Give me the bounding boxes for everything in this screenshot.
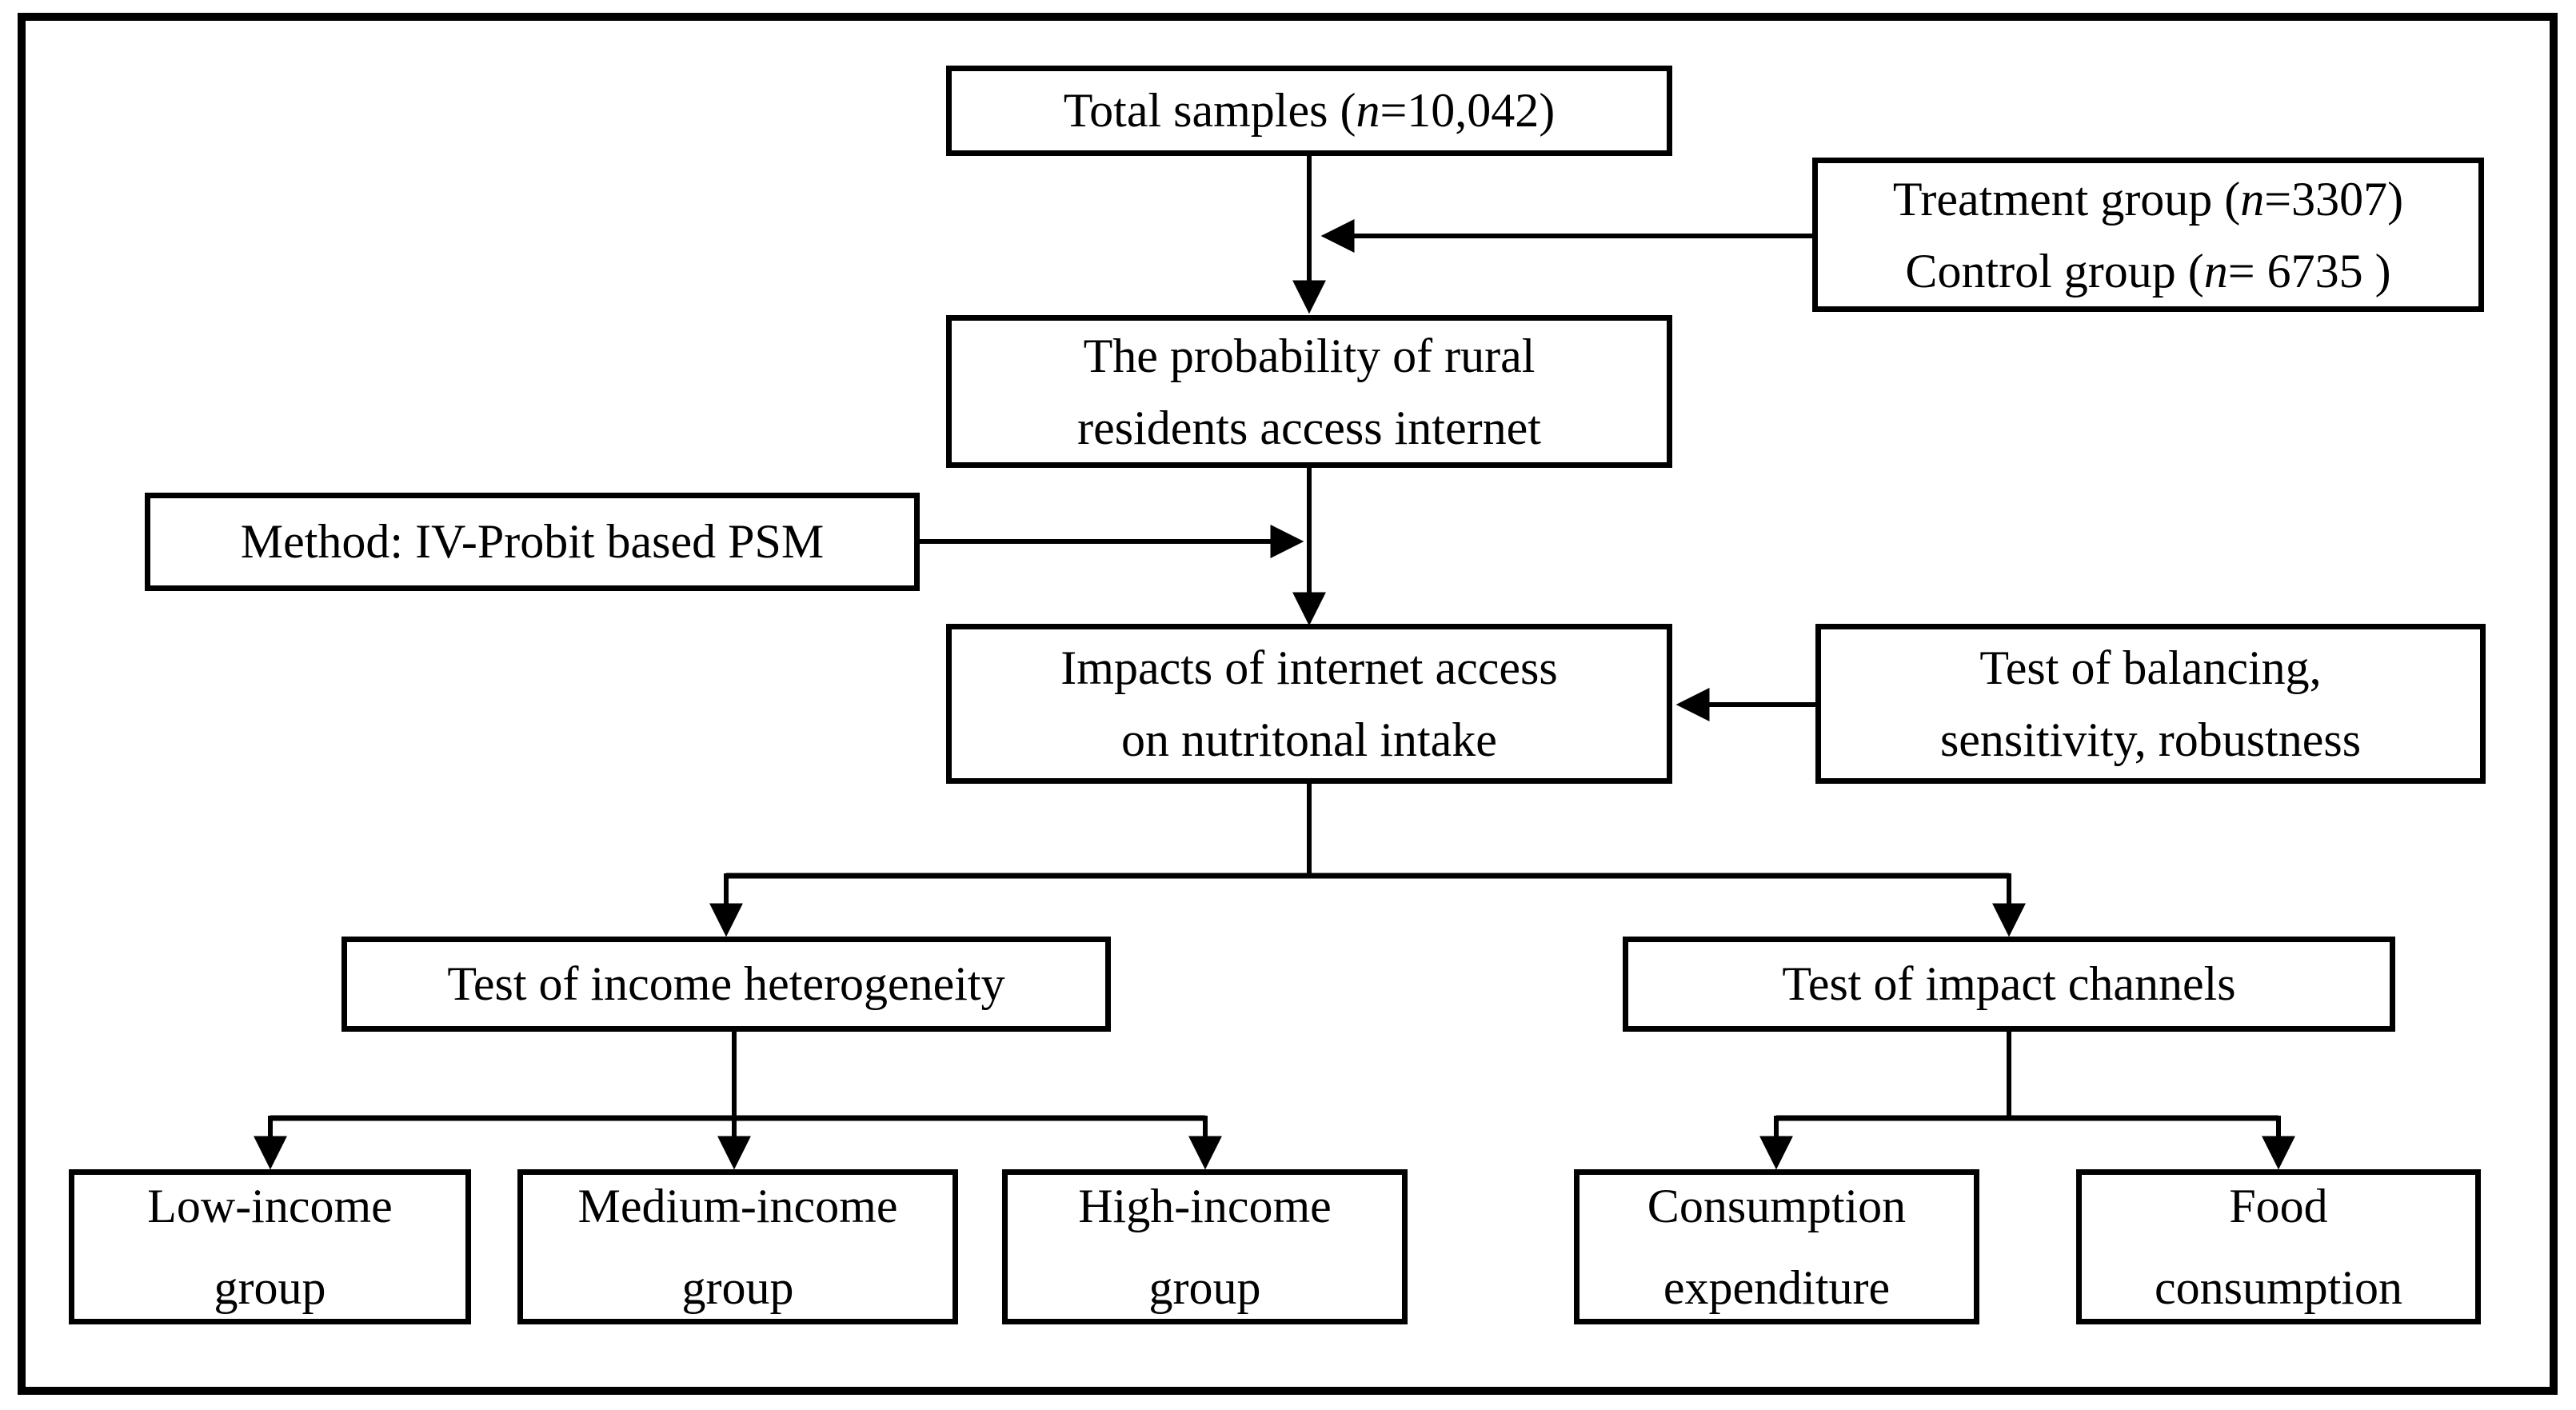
node-text-line: consumption bbox=[2155, 1261, 2402, 1314]
node-text-line: sensitivity, robustness bbox=[1939, 713, 2362, 766]
node-text-line: residents access internet bbox=[1077, 401, 1541, 454]
node-text-line: Medium-income bbox=[577, 1180, 898, 1232]
node-text-line: Consumption bbox=[1647, 1180, 1907, 1232]
node-text-line: Total samples (n=10,042) bbox=[1063, 84, 1556, 137]
node-text-line: Test of income heterogeneity bbox=[447, 957, 1005, 1010]
node-treatment-control-group: Treatment group (n=3307) Control group (… bbox=[1812, 158, 2484, 312]
node-text-line: group bbox=[681, 1261, 794, 1314]
node-text-line: Treatment group (n=3307) bbox=[1892, 172, 2404, 226]
node-low-income-group: Low-income group bbox=[69, 1169, 471, 1324]
node-text-line: Test of balancing, bbox=[1979, 641, 2322, 694]
node-text-line: group bbox=[1148, 1261, 1261, 1314]
node-high-income-group: High-income group bbox=[1002, 1169, 1408, 1324]
node-probability-internet-access: The probability of rural residents acces… bbox=[946, 315, 1672, 468]
node-text-line: expenditure bbox=[1663, 1261, 1891, 1314]
node-medium-income-group: Medium-income group bbox=[517, 1169, 958, 1324]
node-text-line: Low-income bbox=[147, 1180, 393, 1232]
node-text-line: High-income bbox=[1078, 1180, 1332, 1232]
node-food-consumption: Food consumption bbox=[2076, 1169, 2481, 1324]
node-text-line: Food bbox=[2229, 1180, 2328, 1232]
node-text-line: Method: IV-Probit based PSM bbox=[240, 515, 825, 568]
node-text-line: on nutritonal intake bbox=[1121, 713, 1497, 766]
node-text-line: The probability of rural bbox=[1083, 329, 1536, 382]
node-text-line: Control group (n= 6735 ) bbox=[1905, 244, 2391, 298]
node-balancing-sensitivity-robustness: Test of balancing, sensitivity, robustne… bbox=[1815, 624, 2486, 784]
node-text-line: Test of impact channels bbox=[1782, 957, 2236, 1010]
node-test-impact-channels: Test of impact channels bbox=[1623, 937, 2395, 1032]
node-test-income-heterogeneity: Test of income heterogeneity bbox=[341, 937, 1111, 1032]
node-consumption-expenditure: Consumption expenditure bbox=[1574, 1169, 1979, 1324]
node-impacts-on-nutritional-intake: Impacts of internet access on nutritonal… bbox=[946, 624, 1672, 784]
node-method-iv-probit-psm: Method: IV-Probit based PSM bbox=[145, 493, 920, 591]
node-total-samples: Total samples (n=10,042) bbox=[946, 66, 1672, 156]
node-text-line: Impacts of internet access bbox=[1060, 641, 1558, 694]
node-text-line: group bbox=[214, 1261, 326, 1314]
